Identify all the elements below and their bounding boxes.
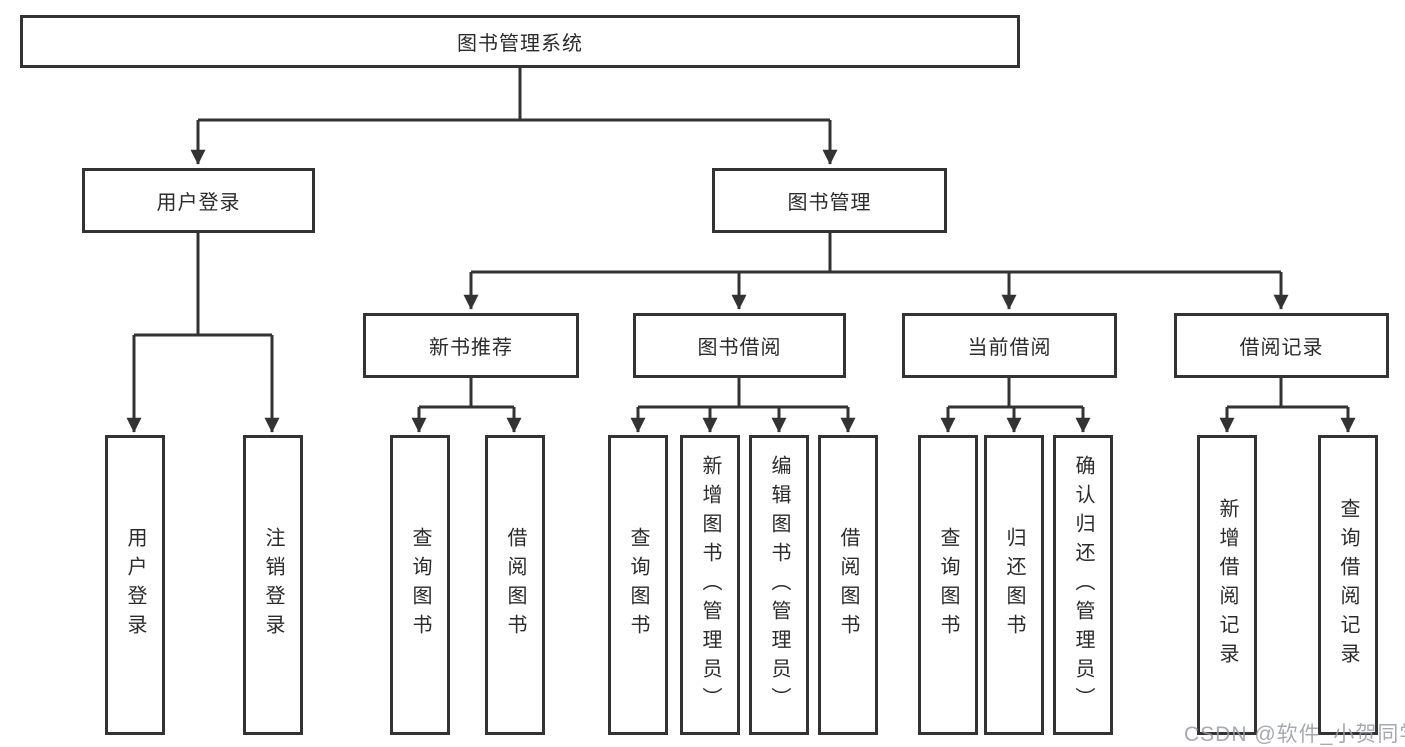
leaf-query-books-recommend: 查询图书 [390,435,450,735]
leaf-confirm-return-admin: 确认归还（管理员） [1053,435,1113,735]
leaf-label: 查询借阅记录 [1337,498,1359,672]
node-label: 借阅记录 [1239,337,1324,359]
leaf-label: 查询图书 [937,527,959,643]
leaf-query-books-current: 查询图书 [918,435,978,735]
leaf-query-books-borrowing: 查询图书 [608,435,668,735]
leaf-label: 用户登录 [124,527,146,643]
leaf-query-borrow-record: 查询借阅记录 [1318,435,1378,735]
leaf-label: 编辑图书（管理员） [768,454,790,716]
node-book-borrowing: 图书借阅 [633,313,846,378]
node-label: 图书借阅 [697,337,782,359]
leaf-label: 查询图书 [627,527,649,643]
leaf-label: 新增图书（管理员） [699,454,721,716]
node-root-library-system: 图书管理系统 [20,15,1020,68]
node-current-borrowing: 当前借阅 [902,313,1117,378]
node-label: 用户登录 [156,192,241,214]
node-label: 图书管理系统 [457,33,583,55]
leaf-add-borrow-record: 新增借阅记录 [1197,435,1257,735]
node-user-login: 用户登录 [82,168,315,233]
node-book-management: 图书管理 [712,168,947,233]
leaf-borrow-books: 借阅图书 [818,435,878,735]
node-label: 新书推荐 [429,337,513,359]
leaf-logout: 注销登录 [243,435,303,735]
leaf-label: 归还图书 [1003,527,1025,643]
leaf-label: 借阅图书 [504,527,526,643]
leaf-label: 查询图书 [409,527,431,643]
node-new-book-recommend: 新书推荐 [363,313,579,378]
leaf-label: 新增借阅记录 [1216,498,1238,672]
leaf-label: 确认归还（管理员） [1072,454,1094,716]
leaf-edit-books-admin: 编辑图书（管理员） [749,435,809,735]
leaf-label: 注销登录 [262,527,284,643]
leaf-borrow-books-recommend: 借阅图书 [485,435,545,735]
node-borrowing-records: 借阅记录 [1174,313,1389,378]
csdn-watermark: CSDN @软件_小贺同学 [1184,723,1405,746]
leaf-add-books-admin: 新增图书（管理员） [680,435,740,735]
leaf-return-books: 归还图书 [984,435,1044,735]
leaf-label: 借阅图书 [837,527,859,643]
node-label: 当前借阅 [967,337,1052,359]
node-label: 图书管理 [787,192,872,214]
leaf-user-login: 用户登录 [105,435,165,735]
